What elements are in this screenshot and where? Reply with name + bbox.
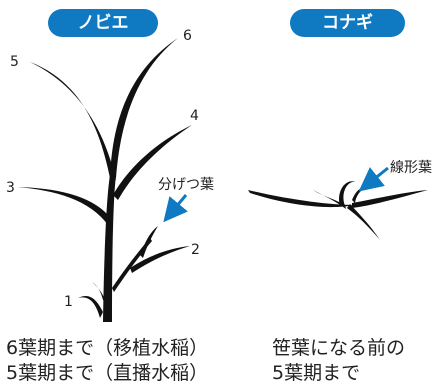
konagi-title: コナギ [322, 13, 373, 33]
nobie-leaf-1b [92, 282, 106, 302]
konagi-leaf-long-right [352, 190, 428, 208]
nobie-tiller-leaf-a [140, 226, 158, 258]
konagi-caption-line-2: 5葉期まで [272, 362, 361, 384]
tiller-leaf-label: 分げつ葉 [158, 177, 214, 193]
nobie-title: ノビエ [77, 13, 129, 33]
leaf-number-4: 4 [190, 108, 199, 124]
nobie-caption-line-1: 6葉期まで（移植水稲） [6, 337, 209, 359]
konagi-caption: 笹葉になる前の 5葉期まで [272, 336, 405, 386]
nobie-leaf-2 [130, 246, 190, 273]
konagi-leaf-long-left [248, 190, 355, 208]
nobie-caption: 6葉期まで（移植水稲） 5葉期まで（直播水稲） [6, 336, 208, 386]
leaf-number-5: 5 [10, 54, 19, 70]
konagi-leaf-curl-up [339, 181, 356, 206]
leaf-number-3: 3 [6, 180, 15, 196]
nobie-main-stem [103, 175, 116, 322]
nobie-leaf-3 [17, 187, 108, 225]
leaf-number-1: 1 [64, 294, 73, 310]
linear-leaf-arrow-icon [358, 166, 389, 192]
nobie-caption-line-2: 5葉期まで（直播水稲） [6, 362, 209, 384]
leaf-number-2: 2 [191, 242, 200, 258]
konagi-leaf-curl-left [313, 190, 346, 209]
tiller-arrow-icon [163, 194, 188, 223]
konagi-leaf-small [352, 187, 366, 203]
konagi-plant [248, 181, 428, 240]
konagi-caption-line-1: 笹葉になる前の [272, 337, 406, 359]
konagi-leaf-down [347, 204, 380, 240]
nobie-leaf-4 [113, 125, 192, 200]
nobie-plant [17, 38, 192, 322]
nobie-leaf-6 [110, 38, 178, 178]
nobie-leaf-1 [78, 295, 103, 318]
linear-leaf-label: 線形葉 [390, 160, 432, 176]
nobie-title-tag: ノビエ [48, 9, 158, 37]
konagi-title-tag: コナギ [290, 9, 405, 37]
nobie-leaf-5 [30, 62, 116, 180]
leaf-number-6: 6 [183, 28, 192, 44]
